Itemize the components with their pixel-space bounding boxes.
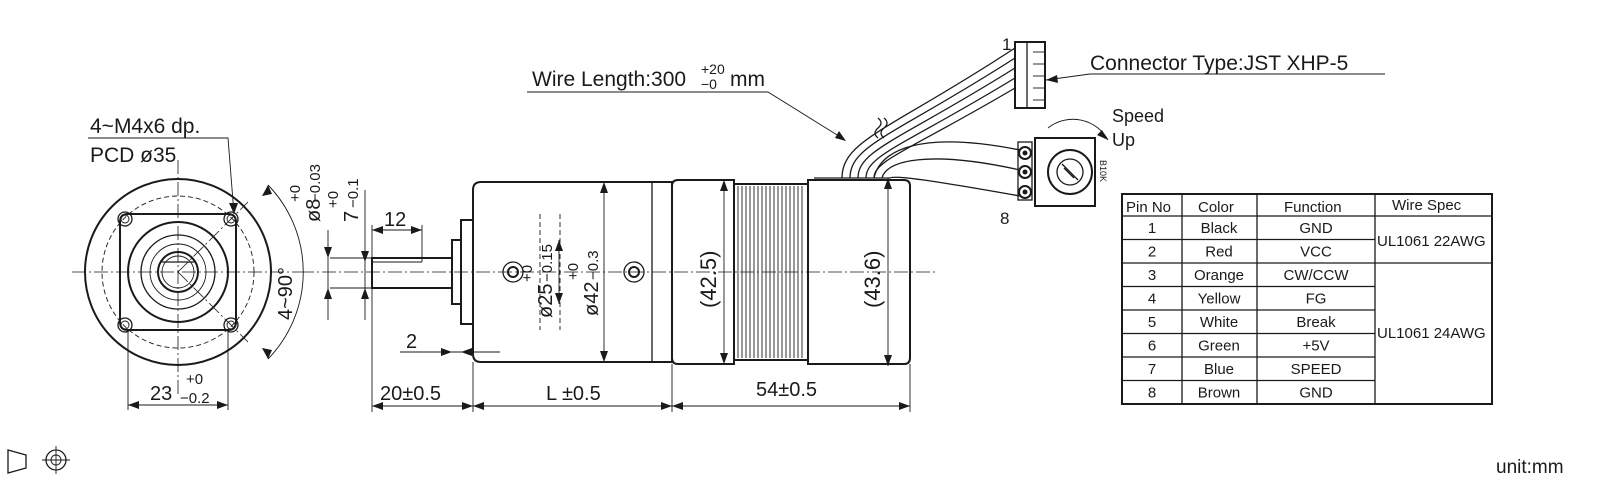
table-cell-pin: 4 bbox=[1148, 290, 1156, 307]
wire-length-tol-lower: −0 bbox=[701, 76, 717, 92]
wire-length-text: Wire Length:300 bbox=[532, 68, 686, 91]
table-cell-function: GND bbox=[1299, 384, 1333, 401]
angle-dimension: 4~90° bbox=[275, 267, 297, 320]
table-cell-function: FG bbox=[1306, 290, 1327, 307]
projection-symbol bbox=[7, 446, 70, 474]
wire-length-tol-upper: +20 bbox=[701, 61, 725, 77]
boss-dia-tol-lower: −0.15 bbox=[539, 244, 556, 282]
front-view bbox=[72, 137, 304, 410]
flat-tol-upper: +0 bbox=[325, 191, 342, 208]
pin-8-label: 8 bbox=[1000, 209, 1009, 228]
boss-diameter-dimension: ø25 +0 −0.15 bbox=[519, 244, 557, 318]
boss-dia-value: ø25 bbox=[535, 284, 557, 318]
table-cell-function: SPEED bbox=[1291, 361, 1342, 378]
shaft-dia-value: ø8 bbox=[303, 199, 325, 222]
screw-label: 4~M4x6 dp. bbox=[90, 115, 200, 138]
table-cell-pin: 1 bbox=[1148, 220, 1156, 237]
shaft-diameter-dimension: ø8 +0 −0.03 bbox=[287, 164, 325, 222]
square-value: 23 bbox=[150, 383, 172, 405]
table-cell-color: Orange bbox=[1194, 267, 1244, 284]
table-cell-function: Break bbox=[1296, 314, 1336, 331]
gearbox-length-dimension: L ±0.5 bbox=[546, 383, 601, 405]
cap-diameter-dimension: (43.6) bbox=[860, 251, 885, 308]
table-cell-color: Black bbox=[1201, 220, 1238, 237]
small-gap-dimension: 2 bbox=[406, 331, 417, 353]
table-cell-function: GND bbox=[1299, 220, 1333, 237]
table-cell-color: Brown bbox=[1198, 384, 1241, 401]
shaft-dia-tol-upper: +0 bbox=[287, 185, 304, 202]
table-cell-pin: 2 bbox=[1148, 243, 1156, 260]
flat-dimension: 7 +0 −0.1 bbox=[325, 178, 363, 222]
header-function: Function bbox=[1284, 199, 1342, 216]
table-cell-color: Red bbox=[1205, 243, 1233, 260]
gear-dia-tol-upper: +0 bbox=[565, 263, 582, 280]
header-wire-spec: Wire Spec bbox=[1392, 197, 1462, 214]
table-cell-pin: 3 bbox=[1148, 267, 1156, 284]
table-cell-color: Green bbox=[1198, 337, 1240, 354]
shaft-extension-dimension: 20±0.5 bbox=[380, 383, 441, 405]
wire-spec-22awg: UL1061 22AWG bbox=[1377, 233, 1486, 250]
wiring bbox=[527, 41, 1385, 207]
square-tol-lower: −0.2 bbox=[180, 390, 210, 407]
table-cell-color: White bbox=[1200, 314, 1238, 331]
square-dimension: 23 +0 −0.2 bbox=[150, 371, 210, 407]
flat-tol-lower: −0.1 bbox=[345, 178, 362, 208]
table-cell-function: VCC bbox=[1300, 243, 1332, 260]
gearbox-diameter-dimension: ø42 +0 −0.3 bbox=[565, 250, 603, 316]
shaft-length-dimension: 12 bbox=[384, 209, 406, 231]
speed-label: Speed bbox=[1112, 106, 1164, 126]
table-cell-pin: 6 bbox=[1148, 337, 1156, 354]
square-tol-upper: +0 bbox=[186, 371, 203, 388]
pin-1-label: 1 bbox=[1002, 35, 1011, 54]
table-cell-color: Yellow bbox=[1198, 290, 1241, 307]
wire-length-label: Wire Length:300 +20 −0 mm bbox=[532, 61, 765, 92]
motor-length-dimension: 54±0.5 bbox=[756, 379, 817, 401]
heat-sink-ribs bbox=[737, 186, 803, 358]
unit-label: unit:mm bbox=[1496, 457, 1564, 478]
pot-marking: B10K bbox=[1098, 160, 1108, 182]
speed-up-label: Up bbox=[1112, 130, 1135, 150]
table-cell-color: Blue bbox=[1204, 361, 1234, 378]
gear-dia-value: ø42 bbox=[581, 282, 603, 316]
wire-spec-24awg: UL1061 24AWG bbox=[1377, 325, 1486, 342]
boss-dia-tol-upper: +0 bbox=[519, 265, 536, 282]
table-cell-function: CW/CCW bbox=[1284, 267, 1350, 284]
connector-type-label: Connector Type:JST XHP-5 bbox=[1090, 52, 1348, 75]
header-pin: Pin No bbox=[1126, 199, 1171, 216]
table-cell-function: +5V bbox=[1302, 337, 1329, 354]
table-cell-pin: 8 bbox=[1148, 384, 1156, 401]
header-color: Color bbox=[1198, 199, 1234, 216]
wire-length-unit: mm bbox=[730, 68, 765, 91]
motor-diameter-dimension: (42.5) bbox=[696, 251, 721, 308]
side-view bbox=[300, 177, 935, 412]
gear-dia-tol-lower: −0.3 bbox=[585, 250, 602, 280]
pcd-label: PCD ø35 bbox=[90, 144, 176, 167]
flat-value: 7 bbox=[341, 211, 363, 222]
table-cell-pin: 7 bbox=[1148, 361, 1156, 378]
table-cell-pin: 5 bbox=[1148, 314, 1156, 331]
shaft-dia-tol-lower: −0.03 bbox=[307, 164, 324, 202]
